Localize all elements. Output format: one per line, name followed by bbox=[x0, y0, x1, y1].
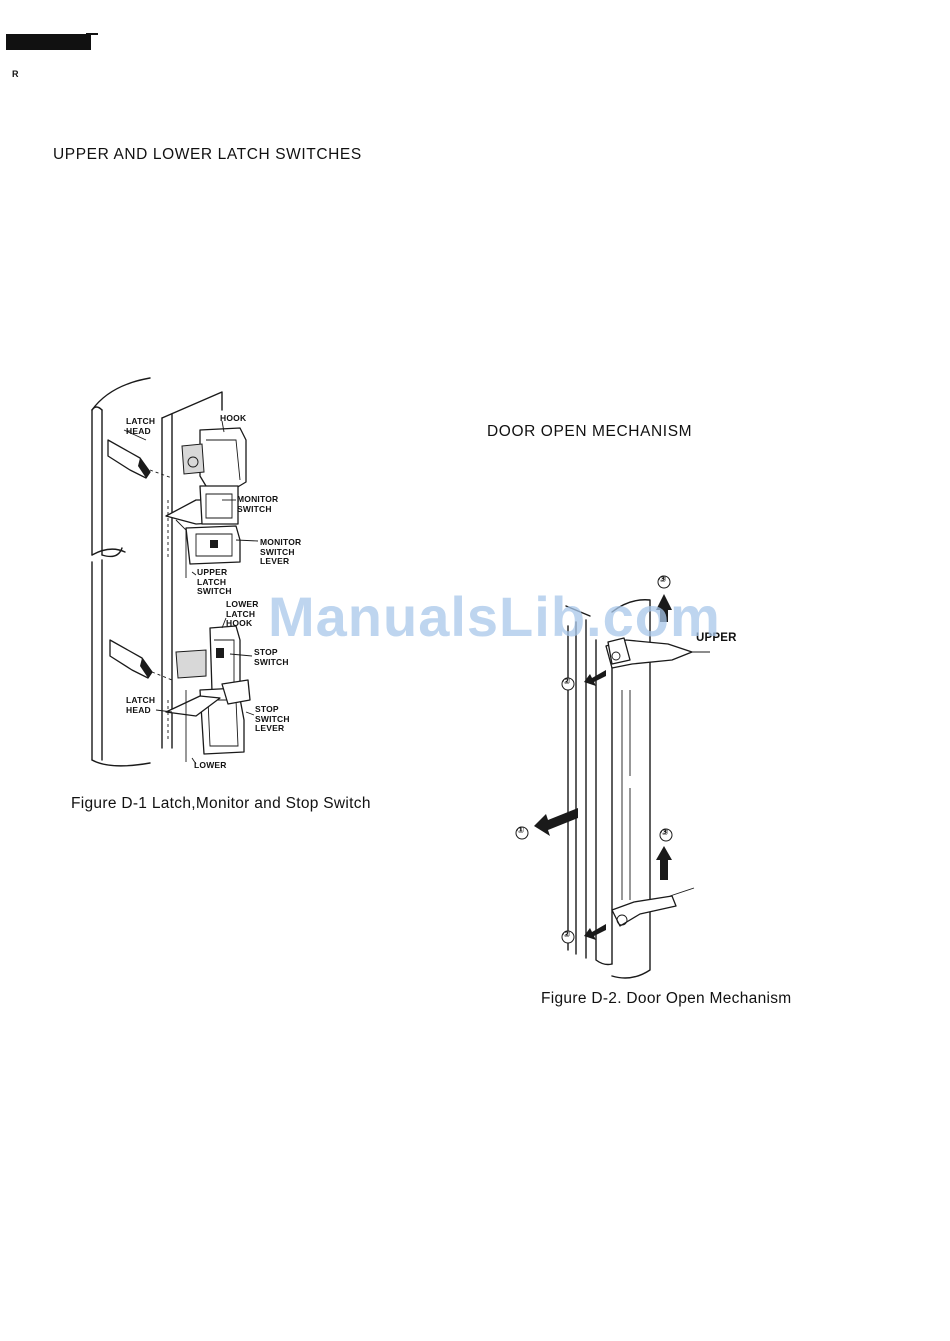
manualslib-watermark: ManualsLib.com bbox=[268, 584, 721, 649]
step-marker-1: ① bbox=[517, 827, 525, 837]
step-marker-2-upper: ② bbox=[563, 678, 571, 688]
figure-d2-caption: Figure D-2. Door Open Mechanism bbox=[541, 990, 792, 1008]
step-marker-3-lower: ③ bbox=[661, 829, 669, 839]
step-marker-2-lower: ② bbox=[563, 931, 571, 941]
